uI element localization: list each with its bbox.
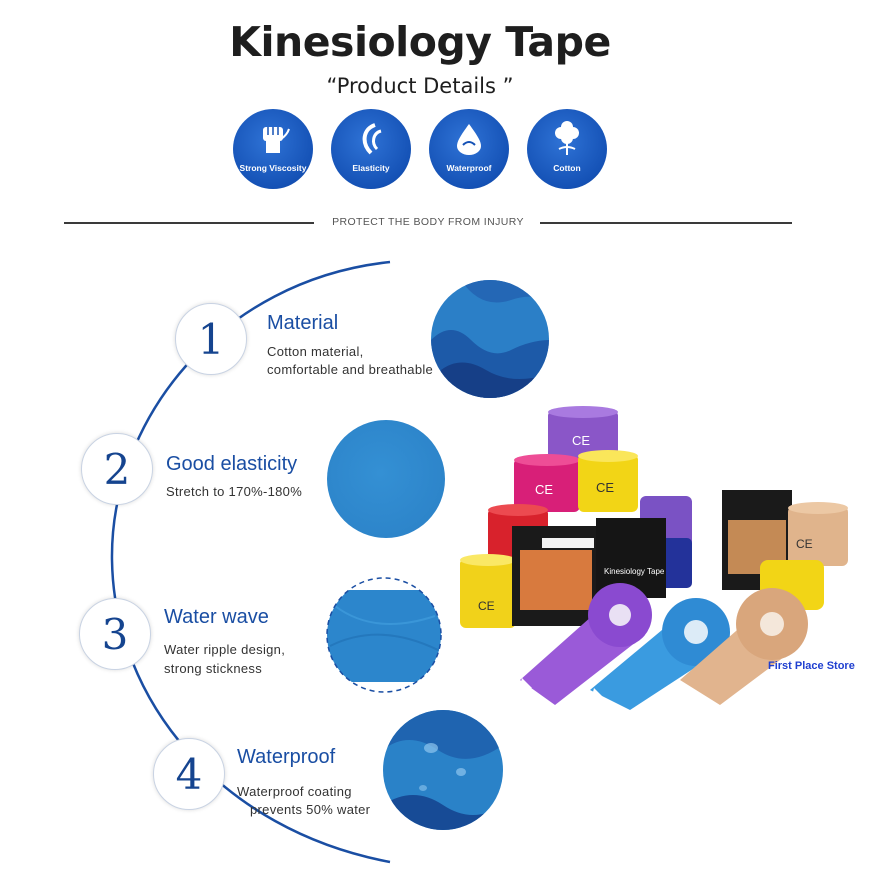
detail-desc-line: strong stickness	[164, 661, 263, 676]
fist-icon	[263, 127, 290, 153]
svg-text:CE: CE	[572, 433, 590, 448]
divider-caption: PROTECT THE BODY FROM INJURY	[318, 216, 538, 228]
page-subtitle: “Product Details ”	[326, 74, 514, 98]
detail-title-water-wave: Water wave	[164, 606, 269, 628]
water-drop-icon	[457, 124, 481, 155]
detail-desc-line: Cotton material,	[267, 344, 364, 359]
divider-right	[540, 222, 792, 224]
cotton-plant-icon	[555, 121, 579, 155]
tape-roll: CE	[460, 554, 516, 628]
feature-label: Elasticity	[352, 163, 390, 173]
tape-box	[512, 526, 600, 626]
feature-waterproof: Waterproof	[429, 109, 509, 189]
detail-desc-line: Water ripple design,	[164, 642, 286, 657]
feature-cotton: Cotton	[527, 109, 607, 189]
tape-roll: CE	[514, 454, 580, 512]
feature-strong-viscosity: Strong Viscosity	[233, 109, 313, 189]
unrolled-tape-beige	[680, 588, 808, 705]
detail-desc-line: Stretch to 170%-180%	[166, 484, 303, 499]
tape-box: Kinesiology Tape	[596, 518, 666, 598]
detail-desc-line: prevents 50% water	[250, 802, 371, 817]
store-watermark: First Place Store	[768, 660, 855, 672]
svg-text:CE: CE	[796, 537, 813, 551]
unrolled-tape-purple	[518, 583, 652, 705]
step-number-circle: 3	[79, 598, 151, 670]
step-number-circle: 4	[153, 738, 225, 810]
detail-desc-line: comfortable and breathable	[267, 362, 434, 377]
feature-label: Waterproof	[446, 163, 492, 173]
feature-elasticity: Elasticity	[331, 109, 411, 189]
divider-left	[64, 222, 314, 224]
detail-title-material: Material	[267, 312, 339, 334]
detail-title-elasticity: Good elasticity	[166, 453, 298, 475]
detail-desc-line: Waterproof coating	[237, 784, 352, 799]
feature-label: Strong Viscosity	[239, 163, 307, 173]
step-number-circle: 2	[81, 433, 153, 505]
elastic-wave-icon	[362, 123, 382, 155]
waterproof-fabric-swatch	[383, 710, 503, 830]
detail-title-waterproof: Waterproof	[237, 746, 336, 768]
feature-label: Cotton	[553, 163, 581, 173]
water-wave-fabric-swatch	[325, 576, 443, 694]
tape-roll: CE	[788, 502, 848, 566]
svg-text:CE: CE	[478, 599, 495, 613]
material-fabric-swatch	[431, 280, 549, 398]
elasticity-fabric-swatch	[327, 420, 445, 538]
tape-roll: CE	[578, 450, 638, 512]
step-number-circle: 1	[175, 303, 247, 375]
tape-rolls-product-image: CE CE CE CE Kinesiology Tape CE	[460, 406, 848, 710]
svg-text:Kinesiology Tape: Kinesiology Tape	[604, 567, 665, 576]
svg-text:CE: CE	[535, 482, 553, 497]
svg-text:CE: CE	[596, 480, 614, 495]
page-title: Kinesiology Tape	[229, 18, 611, 66]
unrolled-tape-blue	[590, 598, 730, 710]
